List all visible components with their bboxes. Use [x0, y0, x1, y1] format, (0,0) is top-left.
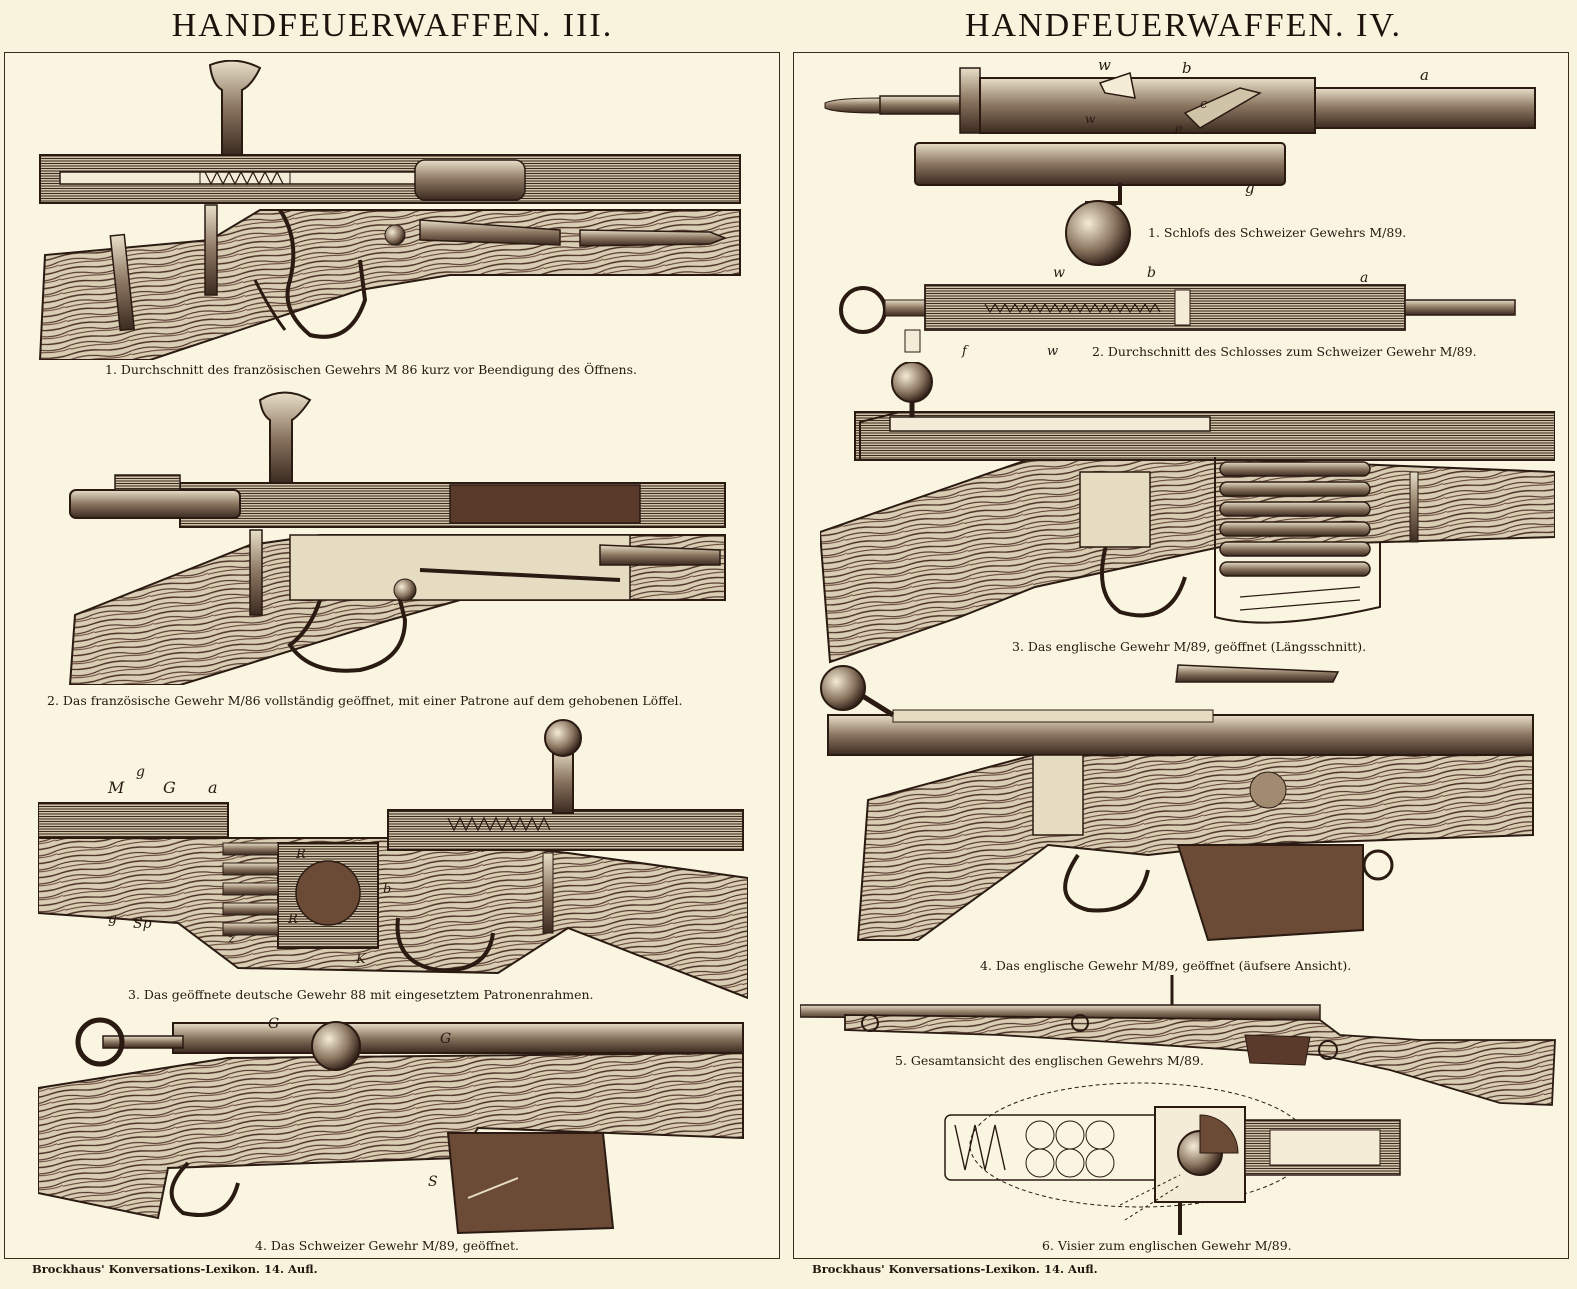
- figure-french-m86-section: [38, 60, 741, 360]
- caption-left-fig-4: 4. Das Schweizer Gewehr M/89, geöffnet.: [255, 1238, 519, 1253]
- footer-right: Brockhaus' Konversations-Lexikon. 14. Au…: [812, 1262, 1098, 1276]
- label-g-lower: g: [108, 911, 117, 927]
- label-w: w: [1053, 265, 1065, 281]
- label-g: g: [1245, 179, 1255, 197]
- label-R-lower: R: [287, 912, 298, 927]
- caption-left-fig-2: 2. Das französische Gewehr M/86 vollstän…: [47, 693, 683, 708]
- label-R-upper: R: [295, 847, 306, 862]
- caption-left-fig-1: 1. Durchschnitt des französischen Gewehr…: [105, 362, 637, 377]
- figure-french-m86-open: [68, 391, 726, 685]
- label-f: f: [961, 344, 969, 359]
- label-e: e: [1175, 122, 1183, 137]
- label-g: g: [136, 764, 145, 780]
- caption-left-fig-3: 3. Das geöffnete deutsche Gewehr 88 mit …: [128, 987, 594, 1002]
- label-S: S: [428, 1174, 438, 1190]
- caption-right-fig-3: 3. Das englische Gewehr M/89, geöffnet (…: [1012, 639, 1367, 654]
- label-z: z: [227, 932, 235, 947]
- label-G-upper: G: [268, 1016, 279, 1032]
- label-a: a: [1420, 66, 1429, 84]
- label-c: c: [1200, 97, 1208, 112]
- caption-right-fig-1: 1. Schlofs des Schweizer Gewehrs M/89.: [1148, 225, 1407, 240]
- figure-swiss-m89-lock-section: w b a f w: [839, 265, 1516, 359]
- plate-title-left: HANDFEUERWAFFEN. III.: [171, 7, 614, 44]
- figure-swiss-m89-lock: w b a c e w g: [824, 58, 1536, 266]
- label-G-right: G: [440, 1031, 451, 1047]
- label-Sp: Sp: [133, 916, 152, 932]
- label-w: w: [1098, 58, 1111, 74]
- label-w-lower: w: [1047, 344, 1058, 359]
- caption-right-fig-5: 5. Gesamtansicht des englischen Gewehrs …: [895, 1053, 1204, 1068]
- caption-right-fig-4: 4. Das englische Gewehr M/89, geöffnet (…: [980, 958, 1352, 973]
- footer-left: Brockhaus' Konversations-Lexikon. 14. Au…: [32, 1262, 318, 1276]
- label-a: a: [1360, 270, 1368, 286]
- label-G: G: [163, 778, 176, 797]
- label-K: K: [355, 952, 367, 967]
- figure-german-gewehr-88: M g G a g Sp R R z K b: [38, 719, 748, 1000]
- caption-right-fig-2: 2. Durchschnitt des Schlosses zum Schwei…: [1092, 344, 1477, 359]
- plate-title-right: HANDFEUERWAFFEN. IV.: [964, 7, 1403, 44]
- caption-right-fig-6: 6. Visier zum englischen Gewehr M/89.: [1042, 1238, 1292, 1253]
- label-w-lower: w: [1085, 112, 1096, 126]
- figure-english-m89-exterior: [820, 664, 1534, 942]
- label-a: a: [208, 778, 218, 797]
- figure-english-m89-section: [820, 362, 1555, 664]
- label-b: b: [1147, 265, 1156, 281]
- figure-swiss-m89-open: G G S: [38, 1016, 744, 1235]
- figure-english-m89-full-view: [800, 975, 1556, 1106]
- label-M: M: [107, 778, 125, 797]
- label-b: b: [383, 882, 391, 897]
- label-b: b: [1182, 59, 1192, 77]
- figure-english-m89-sight: [944, 1082, 1401, 1235]
